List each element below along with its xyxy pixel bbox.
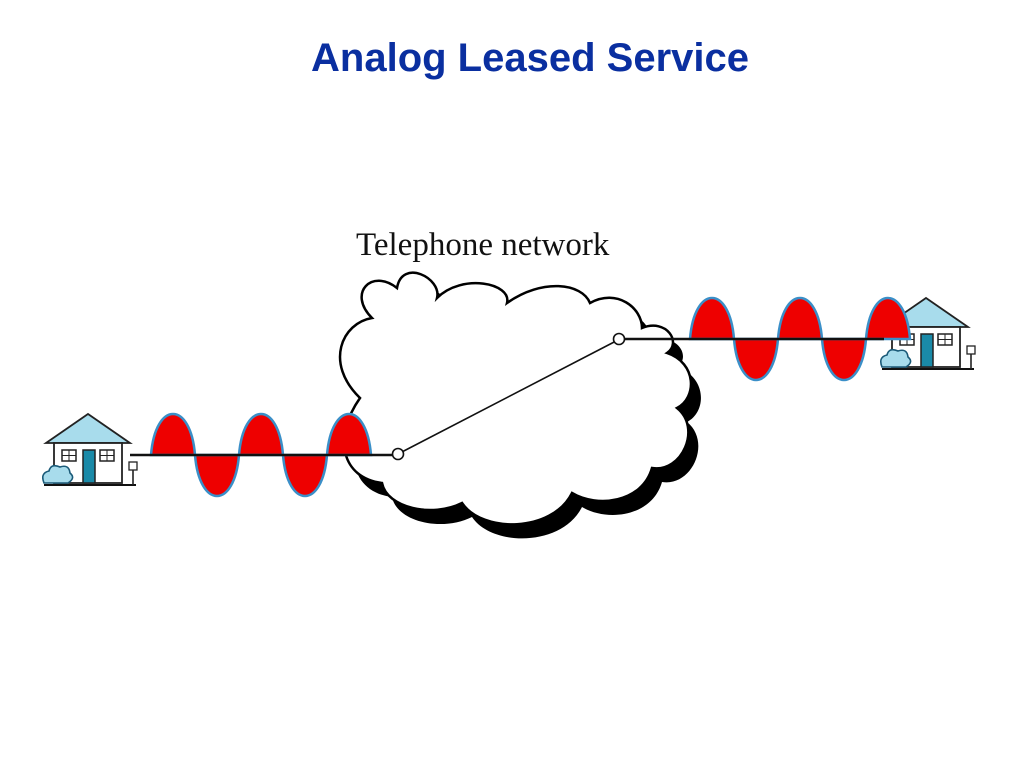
analog-signal-right [688, 297, 912, 381]
signal-lobe [732, 337, 780, 381]
telephone-network-diagram: Telephone network [42, 218, 978, 545]
signal-lobe [149, 413, 197, 457]
diagram-canvas: Telephone network [42, 227, 976, 539]
network-label: Telephone network [356, 227, 610, 263]
connection-node-right [612, 332, 626, 346]
connection-node-left [391, 447, 405, 461]
signal-lobe [281, 453, 329, 497]
signal-lobe [820, 337, 868, 381]
house-icon [42, 413, 139, 486]
signal-lobe [688, 297, 736, 341]
cloud-icon [338, 271, 693, 526]
slide-title: Analog Leased Service [311, 36, 749, 80]
signal-lobe [193, 453, 241, 497]
signal-lobe [325, 413, 373, 457]
analog-signal-left [149, 413, 373, 497]
signal-lobe [864, 297, 912, 341]
leased-connection-line [397, 339, 619, 455]
signal-lobe [776, 297, 824, 341]
signal-lobe [237, 413, 285, 457]
